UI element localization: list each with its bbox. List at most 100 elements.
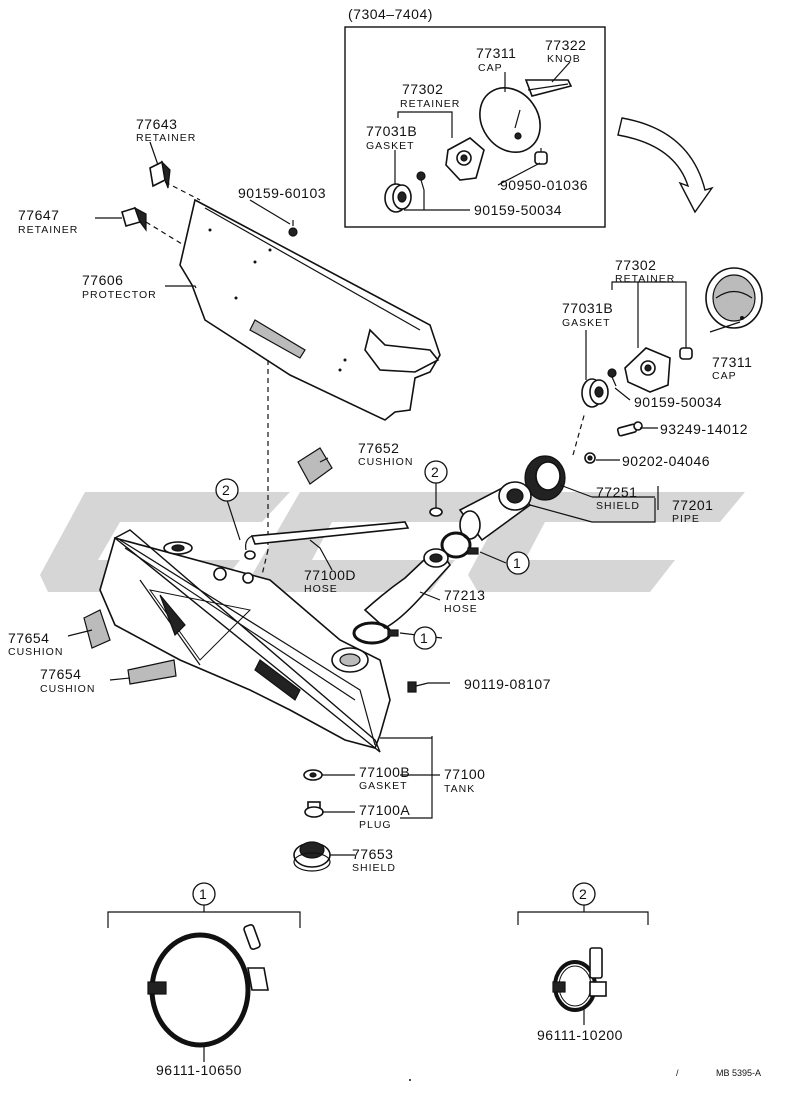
clamp-lower-drawing [352,621,399,645]
hose-77213-drawing [363,548,451,629]
svg-text:TANK: TANK [444,783,475,795]
part-label: 90950-01036 [500,177,588,193]
bolt-90159-60103-drawing [288,220,298,237]
svg-text:77654: 77654 [40,666,81,682]
cushion-77654-upper-drawing [83,609,111,649]
svg-text:77100B: 77100B [359,764,410,780]
footer-code: / MB 5395-A [676,1068,761,1078]
part-label: 90119-08107 [464,676,551,692]
retainer-77647-drawing [121,206,147,232]
gasket-77031b-drawing [581,378,609,408]
svg-text:77100A: 77100A [359,802,410,818]
svg-text:2: 2 [431,464,439,480]
svg-text:77653: 77653 [352,846,393,862]
part-label: 90159-50034 [474,202,562,218]
cushion-77652-drawing [297,447,333,485]
svg-text:77643: 77643 [136,116,177,132]
svg-text:CAP: CAP [478,62,503,74]
svg-text:93249-14012: 93249-14012 [660,421,748,437]
part-label: 90159-50034 [634,394,722,410]
svg-text:CAP: CAP [712,370,737,382]
callout-1-pipe: 1 [506,551,530,575]
inset-range-label: (7304–7404) [348,6,433,22]
stray-dot [409,1079,411,1081]
svg-text:/: / [676,1068,679,1078]
svg-text:90159-60103: 90159-60103 [238,185,326,201]
part-label: 96111-10650 [156,1062,241,1078]
svg-text:77654: 77654 [8,630,49,646]
svg-text:77302: 77302 [402,81,443,97]
svg-text:77311: 77311 [476,45,516,61]
svg-text:90159-50034: 90159-50034 [474,202,562,218]
cushion-77654-lower-drawing [127,659,177,685]
svg-text:CUSHION: CUSHION [8,646,63,658]
part-label: 90159-60103 [238,185,326,201]
svg-text:90950-01036: 90950-01036 [500,177,588,193]
svg-text:PROTECTOR: PROTECTOR [82,289,157,301]
screw-90159-right-drawing [607,368,617,387]
svg-text:PIPE: PIPE [672,513,700,525]
clamp-upper-drawing [440,531,479,559]
svg-text:1: 1 [420,630,428,646]
svg-text:MB 5395-A: MB 5395-A [716,1068,761,1078]
svg-text:RETAINER: RETAINER [18,224,78,236]
svg-text:1: 1 [513,555,521,571]
svg-text:SHIELD: SHIELD [596,500,640,512]
clamp-detail-1 [107,905,301,1062]
svg-text:RETAINER: RETAINER [400,98,460,110]
svg-text:90159-50034: 90159-50034 [634,394,722,410]
svg-text:1: 1 [199,886,207,902]
leader-lines [67,141,741,856]
svg-text:77213: 77213 [444,587,485,603]
bolt-93249-drawing [616,421,643,437]
plug-77100a-drawing [304,801,324,818]
callout-1-detail: 1 [192,882,216,906]
inset-knob-drawing [524,79,573,97]
nut-right-drawing [679,347,693,360]
shield-77653-drawing [293,841,331,872]
svg-text:HOSE: HOSE [444,603,478,615]
svg-text:77606: 77606 [82,272,123,288]
svg-text:PLUG: PLUG [359,819,392,831]
svg-text:77201: 77201 [672,497,713,513]
cap-77311-drawing [705,267,763,329]
protector-drawing [179,198,441,421]
part-label: 93249-14012 [660,421,748,437]
hose-77100d-drawing [244,521,410,560]
svg-text:77311: 77311 [712,354,752,370]
svg-text:77302: 77302 [615,257,656,273]
svg-text:90202-04046: 90202-04046 [622,453,710,469]
svg-text:RETAINER: RETAINER [136,132,196,144]
svg-text:77031B: 77031B [366,123,417,139]
svg-text:77647: 77647 [18,207,59,223]
protector-dashed-guides [145,181,269,576]
tank-flange-drawing [113,529,381,753]
inset-leaders [394,61,571,211]
svg-text:2: 2 [579,886,587,902]
part-label: 96111-10200 [537,1027,622,1043]
inset-retainer-drawing [445,137,485,181]
small-clip-2-drawing [429,507,443,517]
shield-77251-drawing [524,455,566,501]
svg-text:90119-08107: 90119-08107 [464,676,551,692]
callout-2-detail: 2 [572,882,596,906]
svg-text:77322: 77322 [545,37,586,53]
inset-nut-drawing [534,148,548,165]
